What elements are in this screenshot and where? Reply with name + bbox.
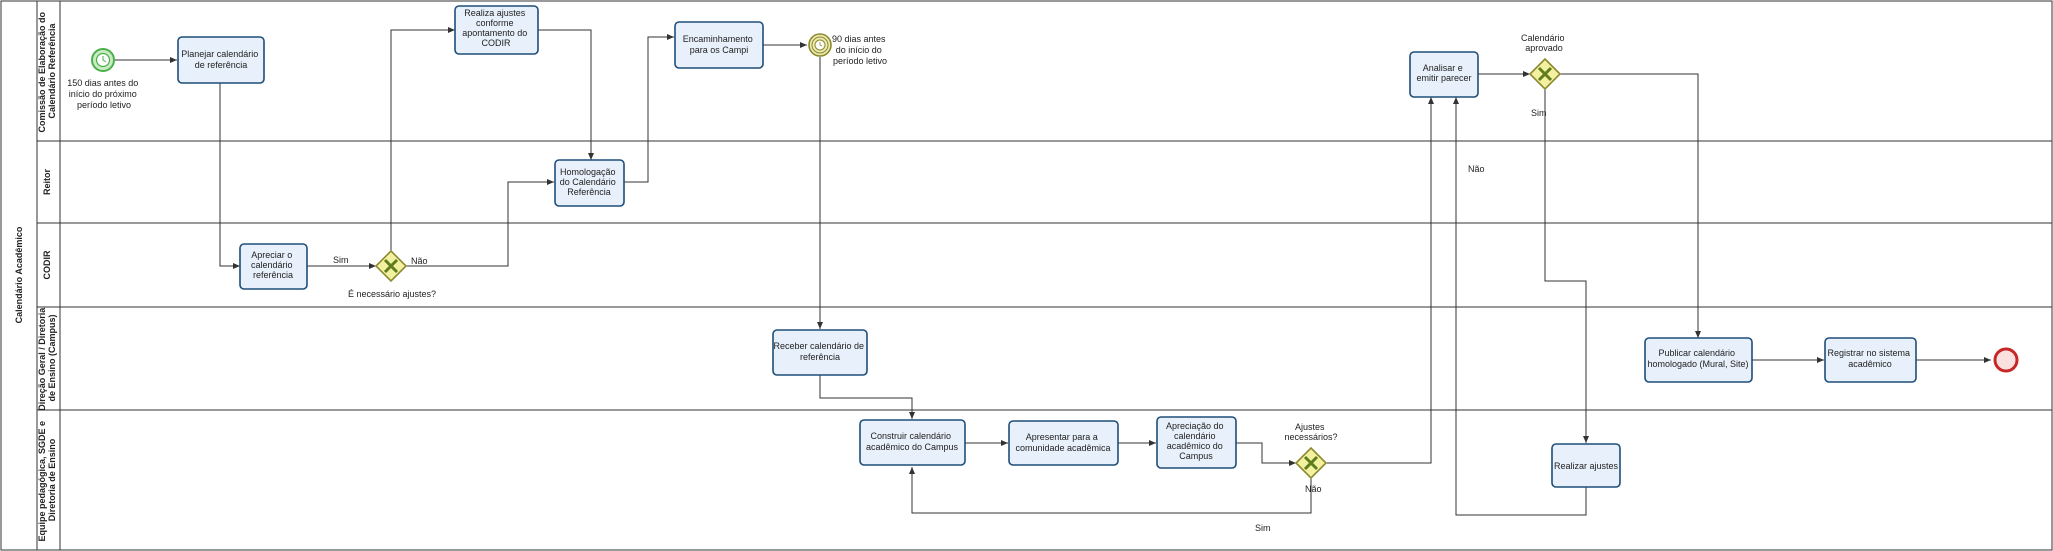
flow-aprovado-realizar [1544,89,1589,443]
flow-realizar-analisar [1453,97,1587,516]
flow-apreciacao-gateway [1236,442,1296,466]
pool-title: Calendário Acadêmico [14,226,24,323]
task-receber-calendario[interactable]: Receber calendário de referência [772,329,868,376]
flow-gateway-construir [909,467,1312,514]
svg-text:Registrar no sistema aca: Registrar no sistema acadêmico [1827,348,1912,369]
svg-text:Publicar calendário homo: Publicar calendário homologado (Mural, S… [1647,348,1748,369]
flow-label-codir-nao: Não [411,256,428,266]
task-apreciar-calendario[interactable]: Apreciar o calendário referência [239,243,308,290]
flow-aprovado-publicar [1560,73,1701,338]
flow-label-ajustes-nao: Não [1305,484,1322,494]
task-homologacao-calendario[interactable]: Homologação do Calendário Referência [554,159,625,207]
task-encaminhamento-campi[interactable]: Encaminhamento para os Campi [674,21,764,69]
svg-text:Homologação do Calendári: Homologação do Calendário Referência [560,167,619,197]
gateway-ajustes-label: Ajustes necessários? [1284,422,1337,442]
task-apreciacao-calendario[interactable]: Apreciação do calendário acadêmico do Ca… [1156,416,1237,469]
flow-planejar-apreciar [219,83,240,269]
svg-text:Apreciação do calendário: Apreciação do calendário acadêmico do Ca… [1166,421,1226,461]
svg-text:Encaminhamento para os C: Encaminhamento para os Campi [683,34,756,55]
lane-title-comissao: Comissão de Elaboração do Calendário Ref… [37,9,57,132]
flow-homologacao-encaminhamento [624,34,674,183]
task-planejar-calendario[interactable]: Planejar calendário de referência [177,36,265,84]
flow-label-aprovado-sim: Sim [1531,108,1547,118]
task-publicar-calendario[interactable]: Publicar calendário homologado (Mural, S… [1644,337,1753,383]
flow-label-codir-sim: Sim [333,255,349,265]
flow-receber-construir [819,375,915,419]
gateway-codir-ajustes[interactable] [374,249,408,283]
svg-text:Receber calendário de re: Receber calendário de referência [773,341,866,362]
task-registrar-sistema[interactable]: Registrar no sistema acadêmico [1824,337,1917,383]
flow-gateway-homologacao [406,179,554,267]
gateway-aprovado-label: Calendário aprovado [1521,33,1567,53]
svg-text:Planejar calendário de r: Planejar calendário de referência [181,49,261,70]
task-realizar-ajustes[interactable]: Realizar ajustes [1551,443,1621,488]
flow-gateway-realiza-ajustes [390,27,455,251]
svg-text:Realiza ajustes conforme: Realiza ajustes conforme apontamento do … [462,8,530,48]
gateway-codir-label: É necessário ajustes? [348,289,436,299]
end-event[interactable] [1993,347,2019,373]
lane-title-reitor: Reitor [42,169,52,196]
task-apresentar-comunidade[interactable]: Apresentar para a comunidade acadêmica [1008,420,1119,466]
timer-event-label: 90 dias antes do início do período letiv… [832,34,888,66]
lane-title-direcao: Direção Geral / Diretoria de Ensino (Cam… [37,305,57,411]
svg-text:Apresentar para a comuni: Apresentar para a comunidade acadêmica [1015,432,1110,453]
task-analisar-parecer[interactable]: Analisar e emitir parecer [1409,51,1479,98]
lane-title-codir: CODIR [42,250,52,280]
flow-gateway-analisar [1326,97,1434,464]
timer-intermediate-event[interactable] [808,33,832,57]
start-event[interactable] [91,48,115,72]
task-construir-calendario[interactable]: Construir calendário acadêmico do Campus [859,419,966,466]
lane-title-equipe: Equipe pedagógica, SGDE e Diretoria de E… [37,418,57,541]
svg-text:Construir calendário aca: Construir calendário acadêmico do Campus [866,431,959,452]
start-event-label: 150 dias antes do início do próximo perí… [67,78,141,110]
flow-label-ajustes-sim: Sim [1255,523,1271,533]
flow-label-aprovado-nao: Não [1468,164,1485,174]
svg-text:Analisar e emitir parec: Analisar e emitir parecer [1416,63,1471,83]
task-realiza-ajustes-codir[interactable]: Realiza ajustes conforme apontamento do … [454,5,539,55]
svg-text:Realizar ajustes: Realizar ajustes [1554,461,1619,471]
gateway-calendario-aprovado[interactable] [1528,57,1562,91]
gateway-ajustes-necessarios[interactable] [1294,446,1328,480]
flow-realiza-homologacao [538,29,594,160]
svg-text:Apreciar o calendário: Apreciar o calendário referência [251,250,295,280]
